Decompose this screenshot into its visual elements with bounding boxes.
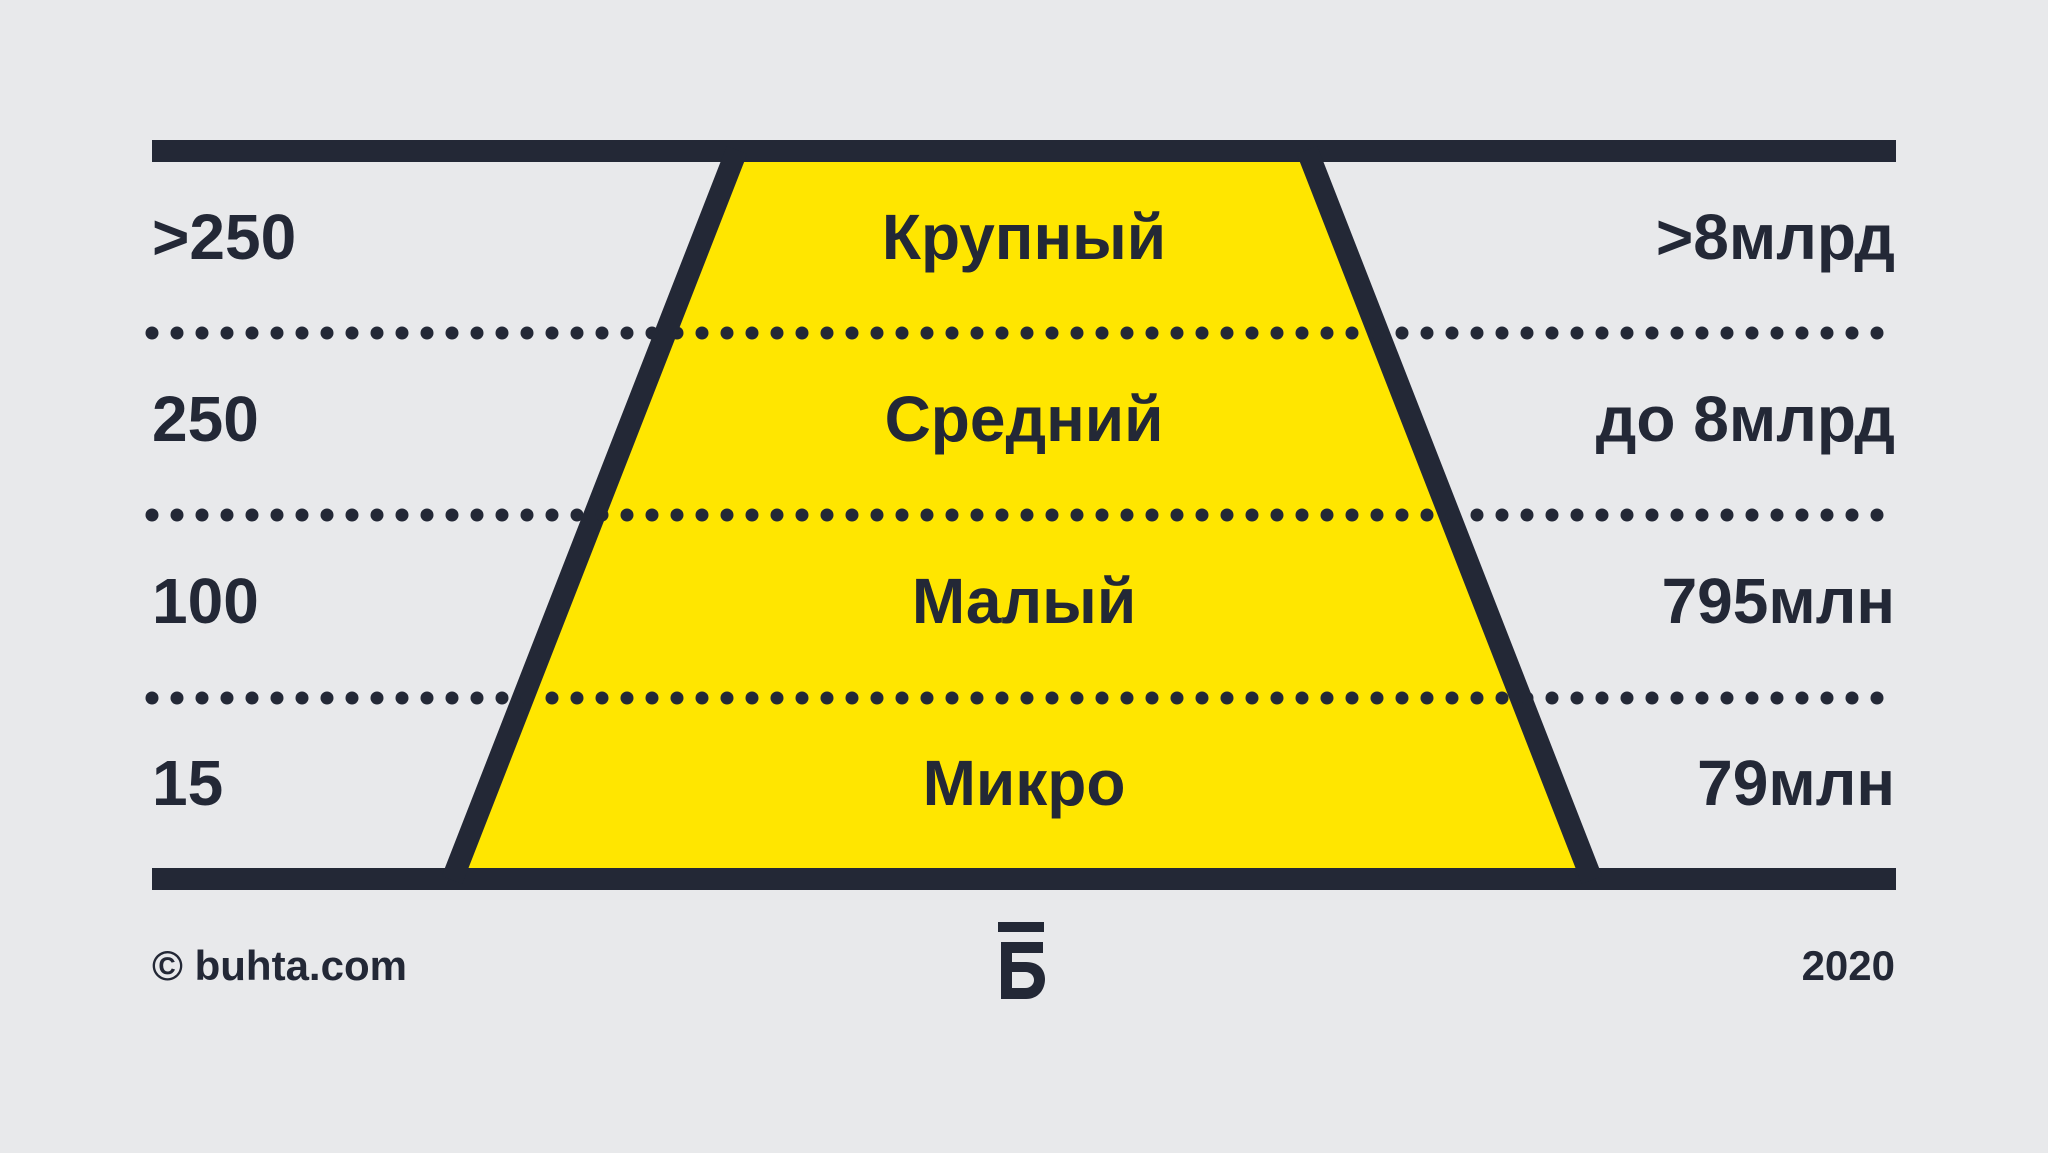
top-rule xyxy=(152,140,1896,162)
employee-count-small: 100 xyxy=(152,565,259,637)
tier-name-micro: Микро xyxy=(922,747,1126,819)
revenue-medium: до 8млрд xyxy=(1595,383,1895,455)
revenue-small: 795млн xyxy=(1661,565,1895,637)
employee-count-large: >250 xyxy=(152,201,297,273)
employee-count-medium: 250 xyxy=(152,383,259,455)
revenue-large: >8млрд xyxy=(1655,201,1895,273)
tier-name-medium: Средний xyxy=(884,383,1164,455)
bottom-rule xyxy=(152,868,1896,890)
copyright-text: © buhta.com xyxy=(152,942,407,989)
employee-count-micro: 15 xyxy=(152,747,224,819)
revenue-micro: 79млн xyxy=(1697,747,1895,819)
tier-name-large: Крупный xyxy=(881,201,1167,273)
tier-name-small: Малый xyxy=(911,565,1137,637)
logo-b-icon xyxy=(998,922,1045,999)
pyramid-left-edge xyxy=(441,145,748,885)
year-text: 2020 xyxy=(1801,942,1895,989)
